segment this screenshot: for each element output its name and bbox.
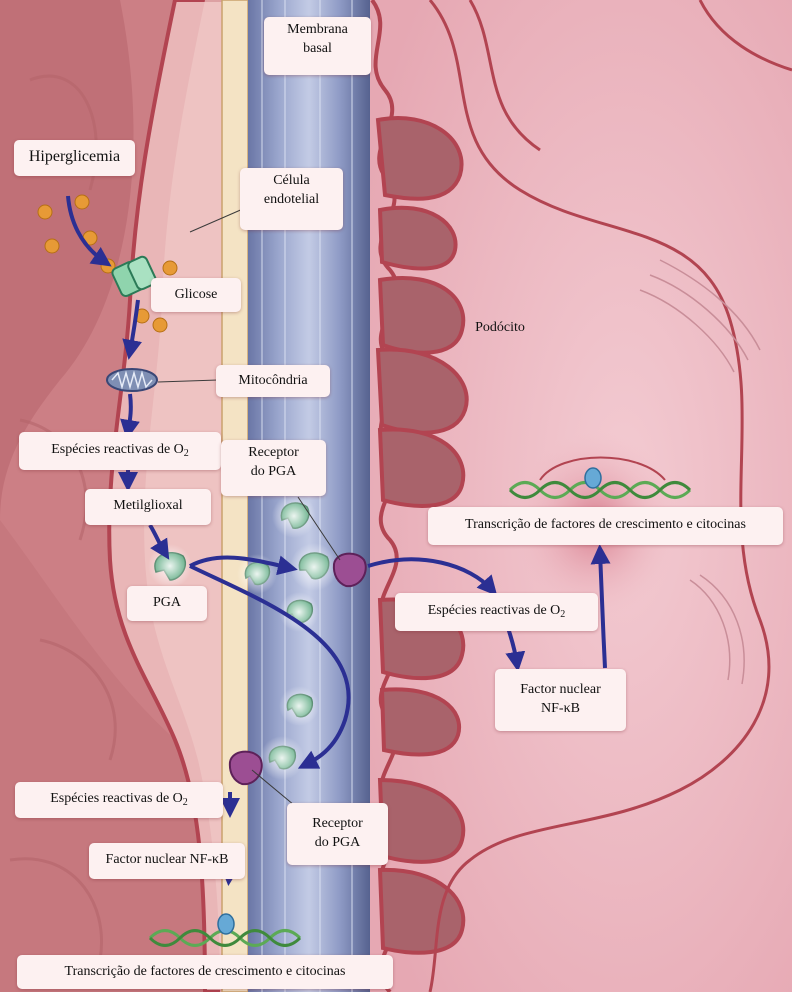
label-nfkb-right-line1: Factor nuclear [502,680,619,699]
label-ros-left: Espécies reactivas de O2 [19,432,221,470]
label-receptor-bottom-line2: do PGA [294,833,381,852]
label-receptor-bottom-line1: Receptor [294,814,381,833]
label-nfkb-right: Factor nuclear NF-κB [495,669,626,731]
label-mitochondria: Mitocôndria [216,365,330,397]
label-endothelial-cell: Célula endotelial [240,168,343,230]
label-transcription-right: Transcrição de factores de crescimento e… [428,507,783,545]
label-basement-membrane: Membrana basal [264,17,371,75]
mitochondrion [107,369,157,391]
label-basement-membrane-line1: Membrana [271,20,364,39]
label-transcription-bottom: Transcrição de factores de crescimento e… [17,955,393,989]
label-ros-bottom-text: Espécies reactivas de O [50,791,183,806]
label-receptor-top-line2: do PGA [228,462,319,481]
label-ros-left-text: Espécies reactivas de O [51,442,184,457]
label-endothelial-line1: Célula [247,171,336,190]
label-hyperglycemia: Hiperglicemia [14,140,135,176]
label-ros-right: Espécies reactivas de O2 [395,593,598,631]
label-receptor-top-line1: Receptor [228,443,319,462]
label-receptor-bottom: Receptor do PGA [287,803,388,865]
label-basement-membrane-line2: basal [271,39,364,58]
label-ros-right-text: Espécies reactivas de O [428,603,561,618]
label-podocyte: Podócito [458,315,542,339]
label-pga: PGA [127,586,207,621]
label-glucose: Glicose [151,278,241,312]
label-nfkb-bottom: Factor nuclear NF-κB [89,843,245,879]
label-nfkb-right-line2: NF-κB [502,699,619,718]
label-methylglyoxal: Metilglioxal [85,489,211,525]
label-receptor-top: Receptor do PGA [221,440,326,496]
label-ros-right-subscript: 2 [560,609,565,620]
label-ros-bottom-subscript: 2 [183,797,188,808]
label-ros-left-subscript: 2 [184,448,189,459]
label-ros-bottom: Espécies reactivas de O2 [15,782,223,818]
label-endothelial-line2: endotelial [247,190,336,209]
